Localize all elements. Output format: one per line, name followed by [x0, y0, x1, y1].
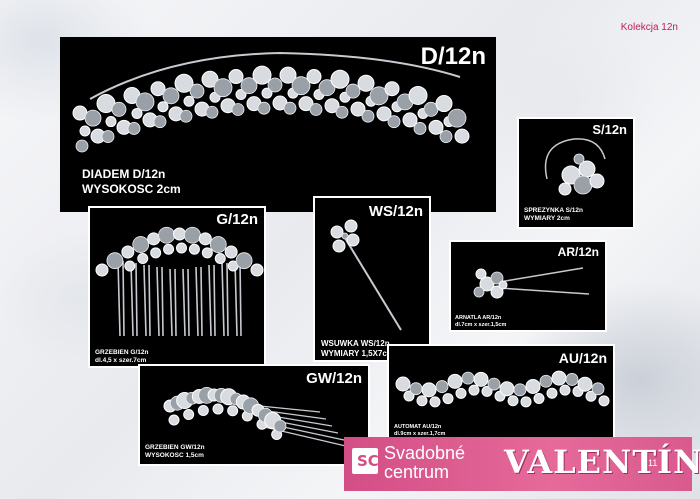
product-code: AR/12n	[557, 245, 599, 259]
product-code: WS/12n	[368, 203, 423, 220]
page-number: 11	[648, 458, 658, 468]
wsuwka-image	[330, 219, 402, 331]
grzebien-image	[95, 226, 264, 337]
sprezynka-image	[544, 138, 606, 196]
product-card-diadem: D/12n DIADEM D/12n WYSOKOSC 2cm	[60, 37, 496, 212]
product-description: GRZEBIEN G/12n dl.4,5 x szer.7cm	[95, 349, 148, 365]
grzebien-gw-image	[163, 386, 351, 448]
diadem-image	[72, 51, 470, 153]
product-card-automat: AU/12n AUTOMAT AU/12n dl.9cm x szer.1,7c…	[387, 344, 615, 440]
product-size: dl.4,5 x szer.7cm	[95, 357, 147, 365]
product-name: AUTOMAT AU/12n	[394, 424, 442, 430]
product-size: WYMIARY 1,5X7cm	[321, 349, 394, 358]
product-code: S/12n	[592, 122, 627, 137]
product-name: ARNATLA AR/12n	[455, 315, 502, 321]
product-name: GRZEBIEN GW/12n	[145, 444, 205, 451]
product-card-arnatla: AR/12n ARNATLA AR/12n dl.7cm x szer.1,5c…	[449, 240, 607, 332]
product-size: dl.7cm x szer.1,5cm	[455, 321, 507, 328]
product-card-grzebien: G/12n GRZEBIEN G/12n dl.4,5 x szer.7cm	[88, 206, 266, 368]
collection-label: Kolekcja 12n	[620, 22, 678, 33]
product-card-grzebien-gw: GW/12n GRZEBIEN GW/12n WYSOKOSC 1,5cm	[138, 364, 370, 466]
automat-image	[395, 370, 610, 408]
product-description: DIADEM D/12n WYSOKOSC 2cm	[82, 167, 181, 197]
product-size: WYMIARY 2cm	[524, 215, 570, 223]
brand-name: VALENTÍNY	[504, 443, 700, 481]
product-name: SPREZYNKA S/12n	[524, 207, 583, 214]
brand-banner: SC Svadobné centrum VALENTÍNY	[344, 437, 700, 491]
product-size: WYSOKOSC 1,5cm	[145, 452, 204, 460]
product-name: GRZEBIEN G/12n	[95, 349, 149, 356]
logo-sc-icon: SC	[352, 448, 379, 474]
product-code: D/12n	[420, 43, 486, 70]
brand-line1: Svadobné	[384, 443, 466, 463]
product-card-wsuwka: WS/12n WSUWKA WS/12n WYMIARY 1,5X7cm	[313, 196, 431, 362]
product-size: WYSOKOSC 2cm	[82, 182, 181, 196]
product-card-sprezynka: S/12n SPREZYNKA S/12n WYMIARY 2cm	[517, 117, 635, 229]
brand-line2: centrum	[384, 462, 450, 482]
product-name: WSUWKA WS/12n	[321, 339, 390, 348]
arnatla-image	[473, 267, 590, 299]
product-code: G/12n	[216, 211, 258, 228]
product-description: GRZEBIEN GW/12n WYSOKOSC 1,5cm	[145, 444, 205, 460]
product-code: AU/12n	[558, 350, 607, 366]
product-code: GW/12n	[306, 370, 362, 387]
product-description: SPREZYNKA S/12n WYMIARY 2cm	[524, 207, 583, 223]
product-description: WSUWKA WS/12n WYMIARY 1,5X7cm	[321, 339, 394, 359]
product-description: ARNATLA AR/12n dl.7cm x szer.1,5cm	[455, 315, 506, 329]
product-name: DIADEM D/12n	[82, 167, 166, 181]
product-description: AUTOMAT AU/12n dl.9cm x szer.1,7cm	[394, 424, 445, 438]
product-size: dl.9cm x szer.1,7cm	[394, 430, 446, 437]
